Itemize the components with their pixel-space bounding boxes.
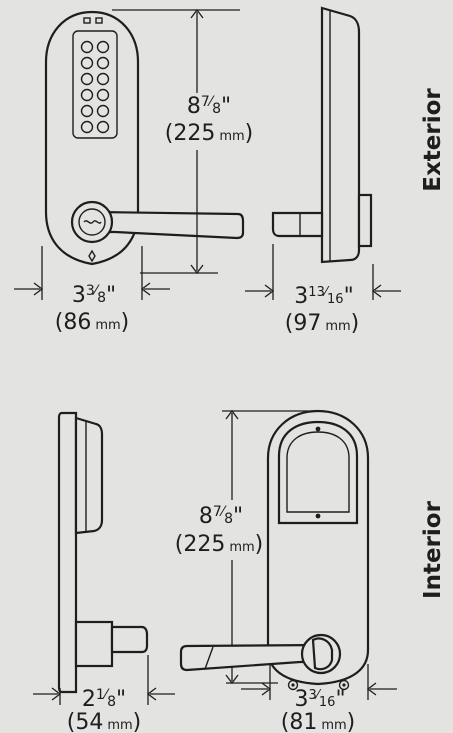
exterior-depth-dimension (245, 244, 401, 300)
interior-front-view (179, 409, 370, 691)
cover-screw-bottom (315, 513, 321, 519)
exterior-width-dimension (14, 246, 170, 300)
cover-screw-top (315, 426, 321, 432)
interior-lever (179, 643, 325, 672)
interior-height-inches: 87⁄8" (199, 504, 243, 529)
interior-side-housing (74, 416, 104, 535)
interior-view-label: Interior (420, 500, 446, 599)
mounting-screw-right (338, 679, 350, 691)
exterior-lever (93, 210, 245, 240)
interior-lever-bend (204, 646, 214, 670)
indicator-led (83, 17, 91, 24)
exterior-side-view (271, 6, 373, 264)
key-cylinder (78, 208, 106, 236)
interior-side-rose (74, 620, 114, 668)
mounting-screw-left (287, 679, 299, 691)
interior-side-body (57, 411, 78, 694)
exterior-side-lever (271, 211, 324, 238)
interior-side-view (57, 411, 149, 694)
keypad-panel (72, 30, 118, 139)
battery-cover (277, 420, 359, 525)
interior-width-inches: 33⁄16" (294, 687, 345, 712)
exterior-height-dimension (112, 8, 240, 275)
keyway-icon (83, 220, 102, 224)
indicator-led (95, 17, 103, 24)
interior-width-dimension (241, 664, 397, 700)
exterior-height-inches: 87⁄8" (187, 94, 231, 119)
lever-rose (70, 200, 114, 244)
exterior-front-view (44, 10, 245, 266)
override-slot (88, 249, 96, 263)
interior-depth-inches: 21⁄8" (82, 687, 126, 712)
exterior-width-inches: 33⁄8" (72, 283, 116, 308)
battery-cover-inner (286, 431, 350, 513)
interior-depth-dimension (33, 655, 175, 705)
exterior-view-label: Exterior (420, 88, 446, 192)
thumbturn (311, 637, 334, 671)
exterior-side-chassis (357, 193, 373, 248)
interior-height-dimension (222, 409, 316, 685)
exterior-side-body (320, 6, 361, 264)
keypad-buttons (80, 40, 110, 134)
exterior-depth-inches: 313⁄16" (294, 284, 353, 309)
interior-side-lever (110, 625, 149, 654)
